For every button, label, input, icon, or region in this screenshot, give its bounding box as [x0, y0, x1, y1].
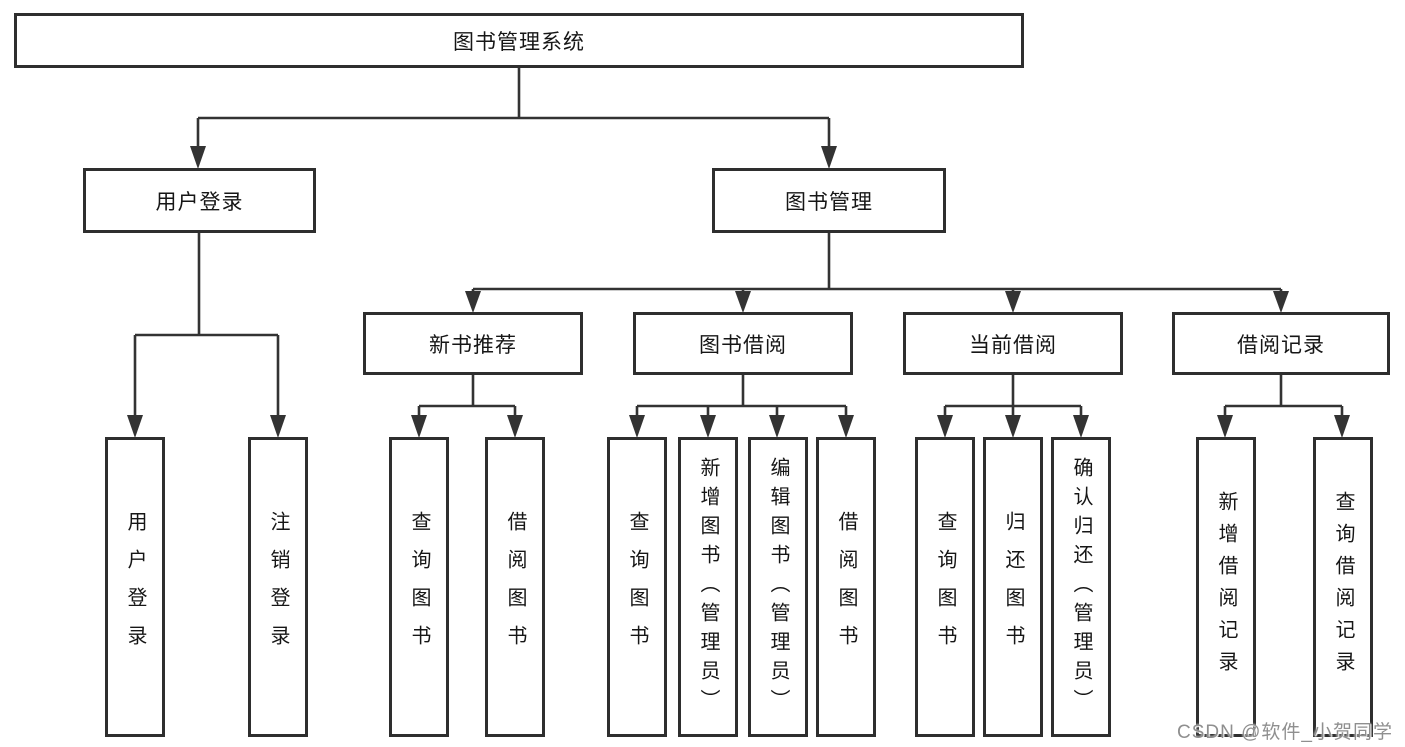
csdn-watermark: CSDN @软件_小贺同学 [1177, 722, 1393, 743]
leaf-edit-books-admin: 编辑图书（管理员） [748, 437, 808, 737]
leaf-query-borrow-record: 查询借阅记录 [1313, 437, 1373, 737]
leaf-query-books-current: 查询图书 [915, 437, 975, 737]
node-book-management: 图书管理 [712, 168, 946, 233]
node-label: 查询借阅记录 [1332, 491, 1354, 683]
leaf-query-books-borrowing: 查询图书 [607, 437, 667, 737]
leaf-return-books: 归还图书 [983, 437, 1043, 737]
node-label: 新增图书（管理员） [697, 456, 719, 718]
node-label: 编辑图书（管理员） [767, 456, 789, 718]
node-label: 借阅记录 [1237, 333, 1325, 357]
node-label: 图书借阅 [699, 333, 787, 357]
leaf-query-books-recommend: 查询图书 [389, 437, 449, 737]
node-label: 新增借阅记录 [1215, 491, 1237, 683]
leaf-add-books-admin: 新增图书（管理员） [678, 437, 738, 737]
node-borrowing-records: 借阅记录 [1172, 312, 1390, 375]
node-label: 用户登录 [124, 511, 146, 663]
node-new-book-recommendation: 新书推荐 [363, 312, 583, 375]
leaf-borrow-books: 借阅图书 [816, 437, 876, 737]
node-label: 当前借阅 [969, 333, 1057, 357]
node-label: 查询图书 [934, 511, 956, 663]
leaf-add-borrow-record: 新增借阅记录 [1196, 437, 1256, 737]
node-label: 新书推荐 [429, 333, 517, 357]
node-label: 图书管理 [785, 190, 873, 214]
node-label: 确认归还（管理员） [1070, 456, 1092, 718]
leaf-borrow-books-recommend: 借阅图书 [485, 437, 545, 737]
node-label: 注销登录 [267, 511, 289, 663]
node-label: 查询图书 [626, 511, 648, 663]
node-label: 图书管理系统 [453, 30, 585, 54]
leaf-confirm-return-admin: 确认归还（管理员） [1051, 437, 1111, 737]
leaf-logout: 注销登录 [248, 437, 308, 737]
node-current-borrowing: 当前借阅 [903, 312, 1123, 375]
node-label: 借阅图书 [504, 511, 526, 663]
node-label: 查询图书 [408, 511, 430, 663]
node-book-borrowing: 图书借阅 [633, 312, 853, 375]
node-library-management-system: 图书管理系统 [14, 13, 1024, 68]
node-label: 归还图书 [1002, 511, 1024, 663]
node-label: 用户登录 [155, 190, 244, 214]
node-label: 借阅图书 [835, 511, 857, 663]
leaf-user-login: 用户登录 [105, 437, 165, 737]
node-user-login: 用户登录 [83, 168, 316, 233]
